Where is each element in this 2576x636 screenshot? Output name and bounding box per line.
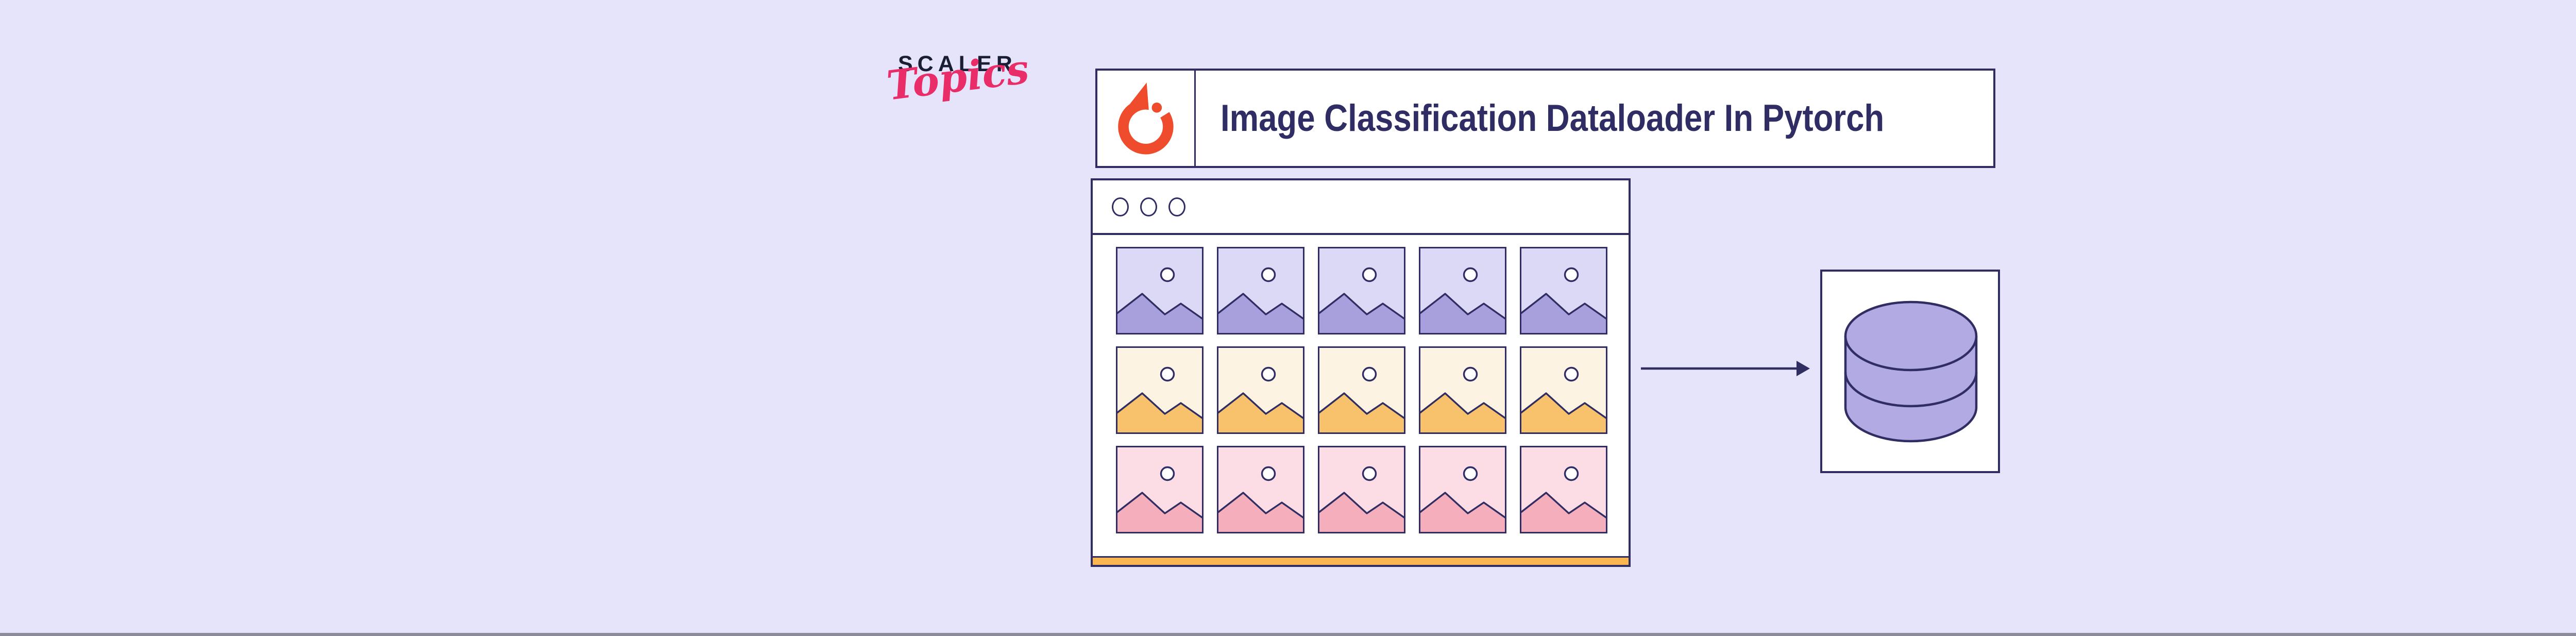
- image-thumbnail: [1318, 346, 1405, 434]
- pytorch-logo-icon: [1118, 82, 1174, 155]
- screen-edge: [0, 633, 2576, 636]
- brand-scaler-text: SCALER: [898, 52, 1017, 76]
- sun-icon: [1564, 366, 1579, 382]
- database-box: [1820, 270, 2000, 473]
- image-grid: [1093, 235, 1629, 556]
- sun-icon: [1463, 267, 1478, 282]
- mountain-icon: [1117, 493, 1202, 532]
- image-thumbnail: [1318, 446, 1405, 533]
- sun-icon: [1261, 366, 1276, 382]
- image-thumbnail: [1419, 446, 1506, 533]
- mountain-icon: [1420, 294, 1505, 333]
- mountain-icon: [1420, 493, 1505, 532]
- scaler-topics-logo: SCALER Topics: [884, 46, 1052, 137]
- image-thumbnail: [1419, 346, 1506, 434]
- sun-icon: [1261, 466, 1276, 481]
- sun-icon: [1564, 267, 1579, 282]
- mountain-icon: [1117, 294, 1202, 333]
- mountain-icon: [1117, 393, 1202, 432]
- flow-arrow-icon: [1641, 361, 1810, 376]
- title-banner: Image Classification Dataloader In Pytor…: [1095, 69, 1995, 168]
- sun-icon: [1362, 466, 1377, 481]
- image-thumbnail: [1520, 346, 1607, 434]
- image-thumbnail: [1217, 446, 1304, 533]
- title-cell: Image Classification Dataloader In Pytor…: [1196, 71, 1993, 166]
- sun-icon: [1362, 267, 1377, 282]
- image-thumbnail: [1217, 346, 1304, 434]
- image-thumbnail: [1318, 247, 1405, 334]
- sun-icon: [1463, 466, 1478, 481]
- window-titlebar: [1093, 180, 1629, 235]
- mountain-icon: [1218, 493, 1303, 532]
- image-thumbnail: [1217, 247, 1304, 334]
- sun-icon: [1362, 366, 1377, 382]
- mountain-icon: [1521, 393, 1606, 432]
- mountain-icon: [1521, 294, 1606, 333]
- window-progress-bar: [1093, 556, 1629, 565]
- image-thumbnail: [1520, 446, 1607, 533]
- browser-window: [1091, 178, 1631, 567]
- window-control-icon: [1140, 197, 1157, 216]
- mountain-icon: [1420, 393, 1505, 432]
- sun-icon: [1564, 466, 1579, 481]
- mountain-icon: [1218, 393, 1303, 432]
- sun-icon: [1160, 466, 1175, 481]
- database-icon: [1844, 300, 1978, 443]
- image-thumbnail: [1116, 346, 1204, 434]
- image-thumbnail: [1116, 446, 1204, 533]
- mountain-icon: [1319, 294, 1404, 333]
- window-control-icon: [1112, 197, 1129, 216]
- window-control-icon: [1168, 197, 1185, 216]
- banner-title: Image Classification Dataloader In Pytor…: [1221, 97, 1885, 139]
- image-thumbnail: [1419, 247, 1506, 334]
- sun-icon: [1261, 267, 1276, 282]
- sun-icon: [1160, 267, 1175, 282]
- sun-icon: [1463, 366, 1478, 382]
- sun-icon: [1160, 366, 1175, 382]
- mountain-icon: [1319, 493, 1404, 532]
- mountain-icon: [1218, 294, 1303, 333]
- image-thumbnail: [1520, 247, 1607, 334]
- mountain-icon: [1521, 493, 1606, 532]
- image-thumbnail: [1116, 247, 1204, 334]
- pytorch-logo-cell: [1097, 71, 1196, 166]
- mountain-icon: [1319, 393, 1404, 432]
